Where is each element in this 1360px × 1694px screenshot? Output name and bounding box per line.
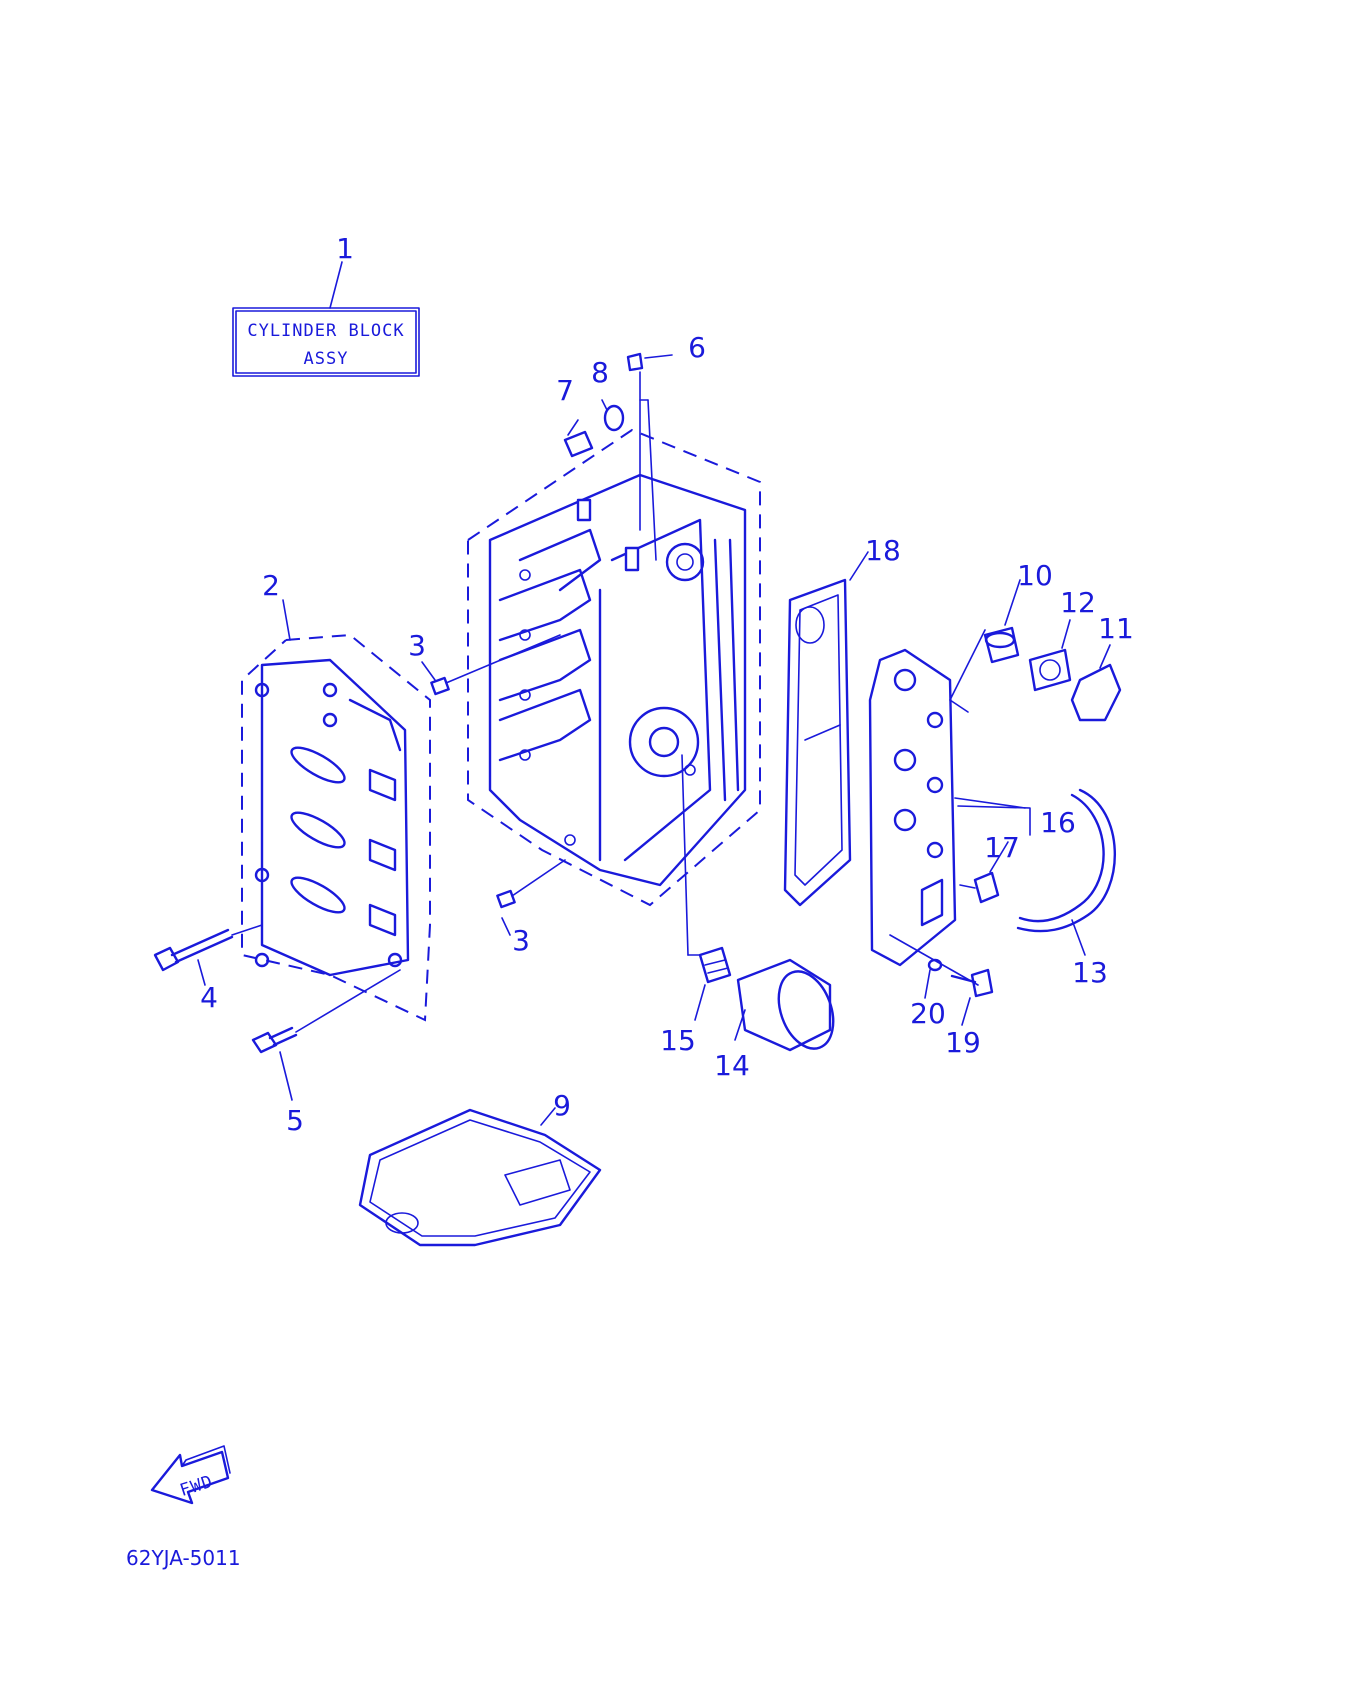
callout-12: 12 bbox=[1060, 586, 1096, 619]
callout-3-upper: 3 bbox=[408, 629, 426, 662]
plug-washer-screw bbox=[563, 352, 673, 561]
gasket-9 bbox=[358, 1107, 602, 1247]
callout-9: 9 bbox=[553, 1089, 571, 1122]
title-line-2: ASSY bbox=[304, 349, 349, 369]
callout-7: 7 bbox=[556, 374, 574, 407]
hose bbox=[1016, 788, 1116, 956]
cylinder-block-assy-label-box: CYLINDER BLOCK ASSY bbox=[232, 261, 420, 377]
callout-5: 5 bbox=[286, 1104, 304, 1137]
bolts bbox=[153, 924, 401, 1054]
callout-8: 8 bbox=[591, 356, 609, 389]
fitting-17 bbox=[959, 841, 1009, 904]
callout-20: 20 bbox=[910, 997, 946, 1030]
cylinder-block bbox=[467, 428, 761, 907]
callout-16: 16 bbox=[1040, 806, 1076, 839]
diagram-code: 62YJA-5011 bbox=[126, 1546, 241, 1570]
callout-13: 13 bbox=[1072, 956, 1108, 989]
callout-17: 17 bbox=[984, 831, 1020, 864]
callout-6: 6 bbox=[688, 331, 706, 364]
callout-2: 2 bbox=[262, 569, 280, 602]
callout-1: 1 bbox=[336, 232, 354, 265]
callout-11: 11 bbox=[1098, 612, 1134, 645]
exhaust-cover bbox=[868, 629, 1026, 967]
bolt-washer-19-20 bbox=[889, 934, 994, 1026]
dowel-pins bbox=[430, 634, 566, 909]
callout-14: 14 bbox=[714, 1049, 750, 1082]
callout-3-lower: 3 bbox=[512, 924, 530, 957]
forward-direction-arrow: FWD bbox=[150, 1445, 231, 1505]
crankcase bbox=[241, 633, 431, 1022]
title-line-1: CYLINDER BLOCK bbox=[247, 321, 404, 341]
callout-15: 15 bbox=[660, 1024, 696, 1057]
oil-filter-group bbox=[681, 754, 835, 1052]
gasket-18 bbox=[783, 551, 869, 907]
callout-19: 19 bbox=[945, 1026, 981, 1059]
callout-10: 10 bbox=[1017, 559, 1053, 592]
thermostat-group bbox=[983, 579, 1122, 722]
callout-4: 4 bbox=[200, 981, 218, 1014]
callout-18: 18 bbox=[865, 534, 901, 567]
